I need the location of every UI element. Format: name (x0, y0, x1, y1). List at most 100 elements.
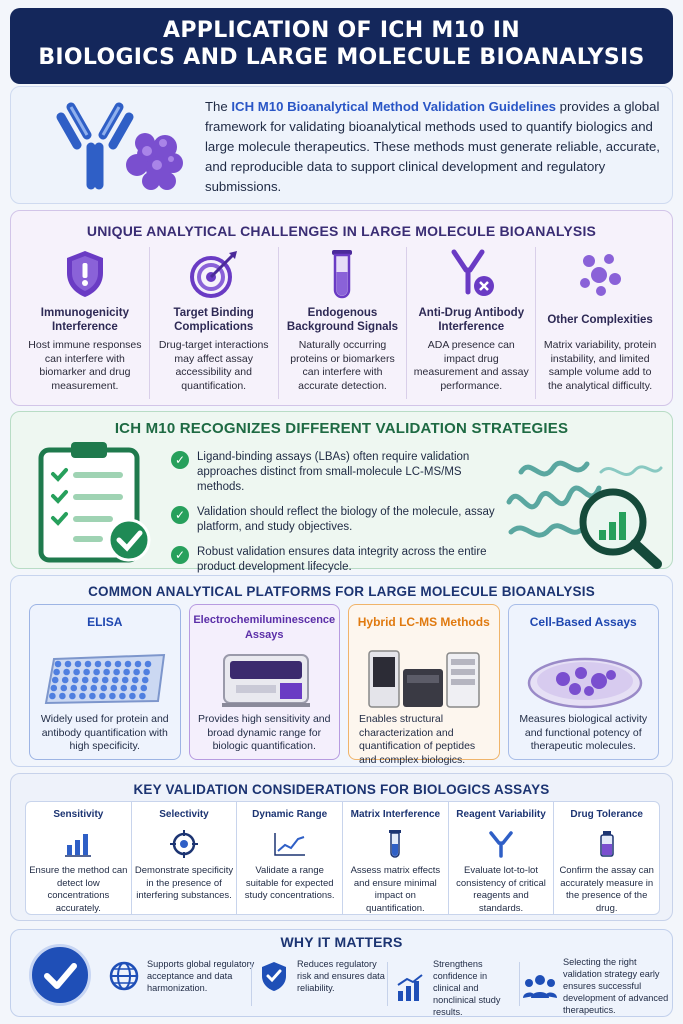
intro-rest: provides a global framework for validati… (205, 99, 660, 194)
microplate-well (134, 660, 142, 668)
challenge-item: Anti-Drug Antibody Interference ADA pres… (407, 247, 537, 399)
platform-card-elisa: ELISA Widely used for protein and antibo… (29, 604, 181, 760)
microplate-well (84, 660, 92, 668)
why-text: Selecting the right validation strategy … (563, 957, 669, 1015)
antibody-block-icon (451, 249, 495, 296)
microplate-well (60, 684, 68, 692)
why-item: Selecting the right validation strategy … (523, 956, 669, 1016)
challenge-title: Target Binding Complications (173, 307, 254, 333)
microplate-well (99, 692, 106, 700)
check-icon: ✓ (171, 451, 189, 469)
platform-title: ELISA (87, 615, 123, 629)
microplate-well (144, 660, 152, 668)
microplate-well (140, 684, 148, 692)
challenge-desc: Naturally occurring proteins or biomarke… (290, 339, 395, 392)
challenge-title: Anti-Drug Antibody Interference (418, 307, 525, 333)
microplate-well (94, 660, 102, 668)
consideration-desc: Validate a range suitable for expected s… (244, 865, 335, 901)
intro-highlight: ICH M10 Bioanalytical Method Validation … (231, 99, 557, 114)
microplate-well (131, 676, 139, 684)
microplate-well (124, 660, 132, 668)
bar-chart-icon (65, 834, 92, 857)
microplate-well (129, 692, 136, 700)
microplate-well (103, 668, 110, 676)
platform-desc: Enables structural characterization and … (359, 713, 476, 766)
antibody-icon (489, 831, 513, 858)
consideration-desc: Confirm the assay can accurately measure… (559, 865, 654, 914)
challenge-item: Target Binding Complications Drug-target… (150, 247, 279, 399)
microplate-well (130, 684, 138, 692)
consideration-title: Selectivity (159, 809, 209, 820)
microplate-well (89, 692, 96, 700)
microplate-well (123, 668, 130, 676)
strategy-text: Robust validation ensures data integrity… (197, 546, 487, 573)
microplate-well (139, 692, 146, 700)
microplate-well (101, 676, 109, 684)
consideration-title: Dynamic Range (252, 809, 328, 820)
microplate-well (143, 668, 150, 676)
growth-chart-icon (397, 974, 423, 1001)
microplate-well (61, 676, 69, 684)
shield-check-icon (262, 962, 286, 991)
test-tube-icon (332, 250, 353, 299)
microplate-well (81, 676, 89, 684)
platform-card-ecl: Electrochemiluminescence Assays Provides… (188, 604, 340, 760)
challenge-desc: Drug-target interactions may affect assa… (158, 339, 269, 392)
shield-alert-icon (66, 251, 103, 297)
consideration-title: Matrix Interference (350, 809, 441, 820)
microplate-well (51, 676, 59, 684)
microplate-well (54, 660, 62, 668)
microplate-well (90, 684, 98, 692)
considerations-title: KEY VALIDATION CONSIDERATIONS FOR BIOLOG… (133, 782, 550, 797)
why-text: Supports global regulatory acceptance an… (147, 959, 255, 993)
microplate-well (74, 660, 82, 668)
challenge-desc: ADA presence can impact drug measurement… (413, 339, 529, 392)
title-line-1: APPLICATION OF ICH M10 IN (163, 18, 520, 43)
strategy-item: ✓ Robust validation ensures data integrit… (171, 545, 511, 575)
microplate-well (111, 676, 119, 684)
microplate-well (121, 676, 129, 684)
intro-text: The ICH M10 Bioanalytical Method Validat… (205, 97, 660, 197)
why-text: Reduces regulatory risk and ensures data… (297, 959, 385, 993)
challenge-title: Other Complexities (547, 314, 653, 326)
strategy-text: Validation should reflect the biology of… (197, 506, 495, 533)
consideration-item: Dynamic Range Validate a range suitable … (237, 802, 344, 914)
microplate-well (83, 668, 90, 676)
microplate-well (91, 676, 99, 684)
line-graph-icon (273, 833, 305, 856)
team-icon (523, 975, 557, 998)
microplate-well (71, 676, 79, 684)
platform-title: Hybrid LC-MS Methods (357, 615, 490, 629)
crosshair-icon (170, 830, 198, 858)
microplate-well (53, 668, 60, 676)
microplate-well (100, 684, 108, 692)
challenge-title: Endogenous Background Signals (286, 307, 399, 333)
microplate-well (70, 684, 78, 692)
molecules-icon (580, 254, 622, 296)
test-tube-icon (389, 830, 402, 858)
challenge-item: Immunogenicity Interference Host immune … (21, 247, 150, 399)
consideration-title: Sensitivity (53, 809, 104, 820)
consideration-title: Drug Tolerance (570, 809, 643, 820)
challenges-panel: UNIQUE ANALYTICAL CHALLENGES IN LARGE MO… (10, 210, 673, 406)
consideration-item: Sensitivity Ensure the method can detect… (26, 802, 132, 914)
intro-panel: The ICH M10 Bioanalytical Method Validat… (10, 86, 673, 204)
microplate-well (109, 692, 116, 700)
microplate-well (110, 684, 118, 692)
intro-prefix: The (205, 99, 232, 114)
microplate-well (69, 692, 76, 700)
why-item: Supports global regulatory acceptance an… (107, 958, 257, 994)
platform-title: Cell-Based Assays (529, 615, 637, 629)
microplate-well (73, 668, 80, 676)
why-title: WHY IT MATTERS (280, 934, 403, 950)
check-icon: ✓ (171, 546, 189, 564)
microplate-well (133, 668, 140, 676)
challenges-title: UNIQUE ANALYTICAL CHALLENGES IN LARGE MO… (86, 223, 597, 239)
strategies-panel: ICH M10 RECOGNIZES DIFFERENT VALIDATION … (10, 411, 673, 573)
title-line-2: BIOLOGICS AND LARGE MOLECULE BIOANALYSIS (38, 45, 645, 70)
consideration-desc: Demonstrate specificity in the presence … (134, 865, 234, 901)
consideration-desc: Assess matrix effects and ensure minimal… (350, 865, 441, 914)
consideration-item: Drug Tolerance Confirm the assay can acc… (554, 802, 659, 914)
why-item: Reduces regulatory risk and ensures data… (257, 958, 393, 994)
strategy-item: ✓Ligand-binding assays (LBAs) often requ… (171, 450, 511, 495)
